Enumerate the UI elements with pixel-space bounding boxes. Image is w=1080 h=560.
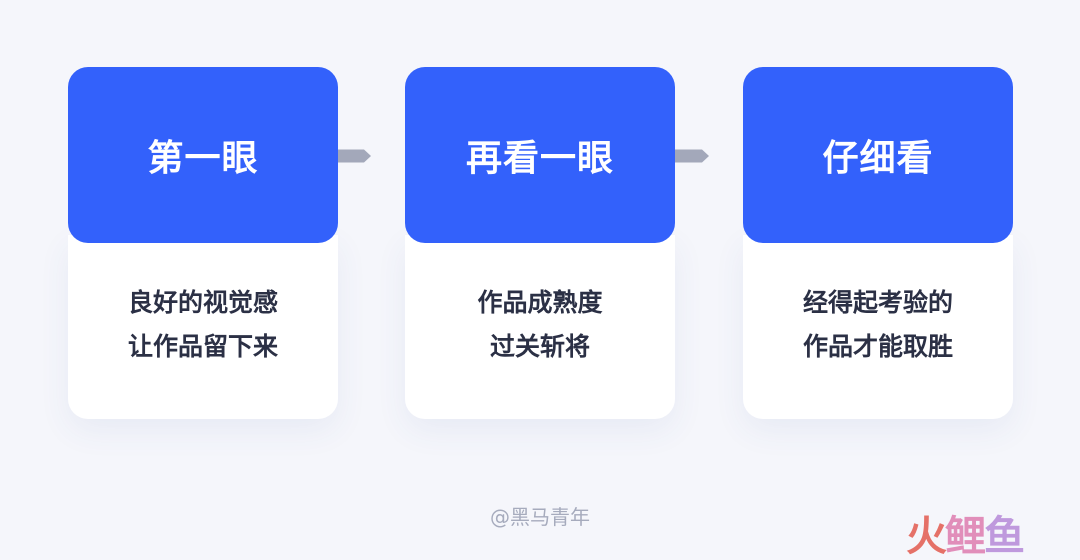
step-description-line: 作品才能取胜: [802, 332, 953, 361]
step-card-body: 作品成熟度 过关斩将: [405, 235, 675, 419]
step-description-line: 过关斩将: [489, 332, 590, 361]
logo-char: 鱼: [984, 512, 1025, 560]
step-card-2: 再看一眼 作品成熟度 过关斩将: [405, 67, 675, 419]
step-title: 仔细看: [822, 138, 934, 179]
step-card-header: 第一眼: [68, 67, 338, 243]
step-description-line: 良好的视觉感: [127, 288, 278, 317]
step-description: 作品成熟度 过关斩将: [405, 281, 675, 369]
watermark-credit: @黑马青年: [490, 505, 590, 529]
step-description-line: 作品成熟度: [477, 288, 603, 317]
step-description: 良好的视觉感 让作品留下来: [68, 281, 338, 369]
step-title: 第一眼: [147, 138, 259, 179]
step-card-3: 仔细看 经得起考验的 作品才能取胜: [743, 67, 1013, 419]
step-card-body: 经得起考验的 作品才能取胜: [743, 235, 1013, 419]
step-card-header: 再看一眼: [405, 67, 675, 243]
step-card-body: 良好的视觉感 让作品留下来: [68, 235, 338, 419]
step-card-1: 第一眼 良好的视觉感 让作品留下来: [68, 67, 338, 419]
arrow-right-icon: [337, 149, 371, 163]
step-title: 再看一眼: [465, 138, 614, 179]
brand-logo: 火鲤鱼: [906, 512, 1025, 560]
step-description-line: 让作品留下来: [127, 332, 278, 361]
step-description: 经得起考验的 作品才能取胜: [743, 281, 1013, 369]
step-description-line: 经得起考验的: [802, 288, 953, 317]
logo-char: 火: [906, 512, 947, 560]
step-card-header: 仔细看: [743, 67, 1013, 243]
logo-char: 鲤: [945, 512, 986, 560]
arrow-right-icon: [675, 149, 709, 163]
